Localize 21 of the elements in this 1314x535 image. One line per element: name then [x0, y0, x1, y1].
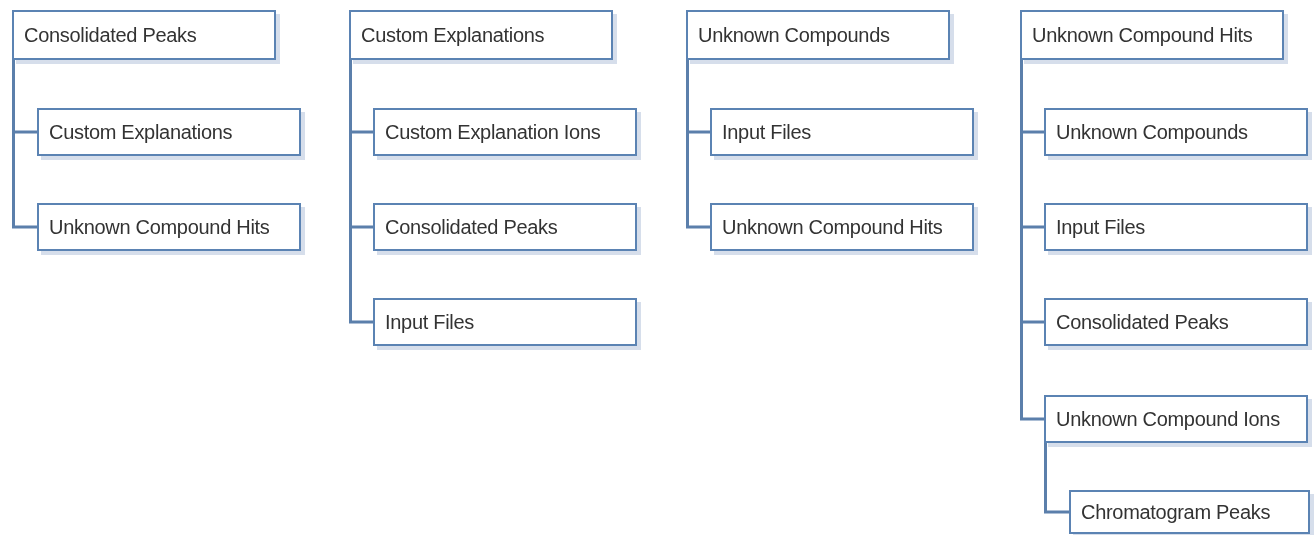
connector-line [349, 60, 373, 324]
table-name: Unknown Compounds [698, 23, 890, 47]
table-name: Input Files [1056, 215, 1145, 239]
table-name: Consolidated Peaks [385, 215, 558, 239]
table-name: Custom Explanations [361, 23, 545, 47]
connector-line [686, 60, 710, 229]
table-name: Unknown Compound Hits [722, 215, 943, 239]
table-name: Unknown Compound Ions [1056, 407, 1280, 431]
table-name: Unknown Compounds [1056, 120, 1248, 144]
table-name: Input Files [722, 120, 811, 144]
table-name: Chromatogram Peaks [1081, 500, 1271, 524]
connector-line [12, 60, 37, 229]
connector-line [1044, 443, 1069, 514]
table-name: Unknown Compound Hits [1032, 23, 1253, 47]
table-name: Consolidated Peaks [24, 23, 197, 47]
table-name: Custom Explanations [49, 120, 233, 144]
table-name: Consolidated Peaks [1056, 310, 1229, 334]
table-name: Input Files [385, 310, 474, 334]
table-name: Custom Explanation Ions [385, 120, 601, 144]
connector-line [1020, 60, 1044, 421]
table-name: Unknown Compound Hits [49, 215, 270, 239]
